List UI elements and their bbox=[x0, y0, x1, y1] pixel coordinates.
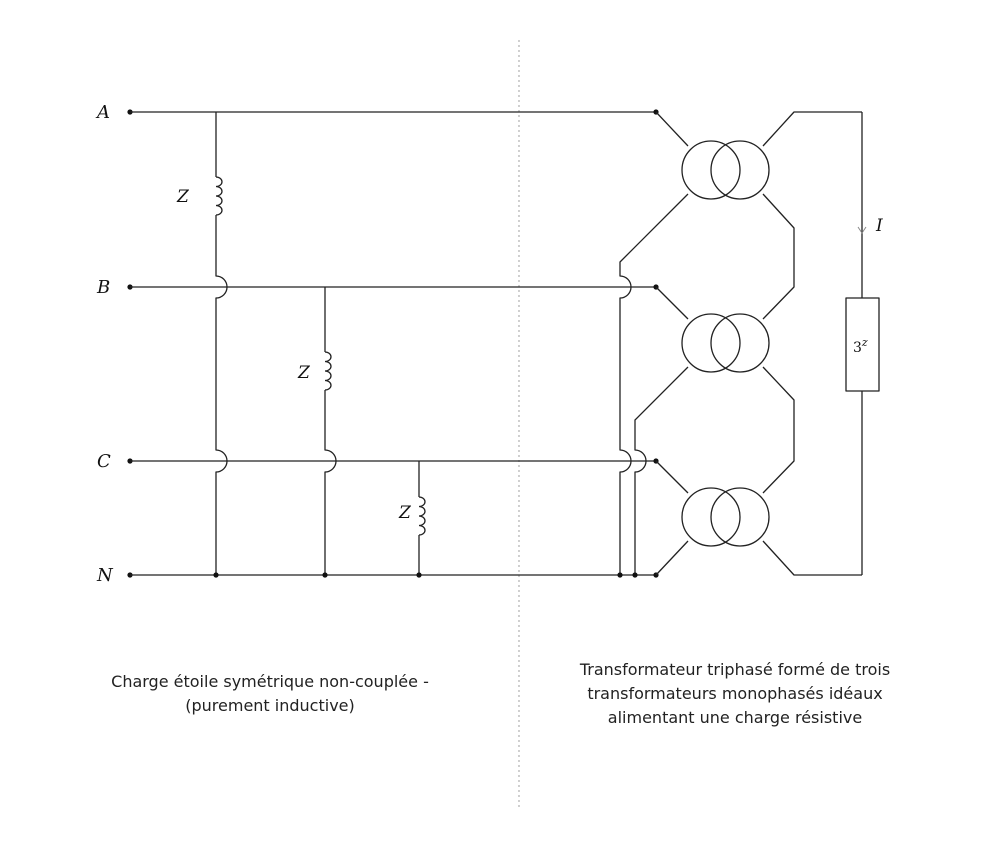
inductor-3-label: Z bbox=[398, 503, 412, 523]
current-arrow bbox=[857, 226, 867, 234]
transformer-2-secondary-winding bbox=[710, 313, 770, 373]
load-resistor bbox=[845, 297, 880, 392]
caption-left-line-2: (purement inductive) bbox=[185, 696, 355, 715]
primary-link-b bbox=[655, 286, 689, 320]
primary-return-2-node bbox=[632, 572, 638, 578]
primary-return-2 bbox=[634, 366, 689, 575]
primary-link-c bbox=[655, 460, 689, 494]
transformer-2-primary-winding bbox=[681, 313, 741, 373]
inductor-1-coil bbox=[215, 176, 223, 216]
neutral-junction-1 bbox=[213, 572, 219, 578]
terminal-label-c: C bbox=[97, 451, 111, 472]
inductor-2-coil bbox=[324, 351, 332, 391]
caption-right-line-3: alimentant une charge résistive bbox=[607, 708, 863, 727]
primary-link-n bbox=[655, 540, 689, 576]
caption-left: Charge étoile symétrique non-couplée - (… bbox=[60, 670, 480, 718]
neutral-junction-3 bbox=[416, 572, 422, 578]
inductor-2-wire bbox=[324, 287, 337, 575]
neutral-junction-2 bbox=[322, 572, 328, 578]
inductor-1-wire bbox=[215, 112, 228, 575]
secondary-wire-1-top bbox=[762, 111, 862, 147]
inductor-3-coil bbox=[418, 496, 426, 536]
transformer-1-primary-winding bbox=[681, 140, 741, 200]
current-label: I bbox=[875, 216, 883, 236]
transformer-1-secondary-winding bbox=[710, 140, 770, 200]
transformer-3-primary-winding bbox=[681, 487, 741, 547]
terminal-label-b: B bbox=[96, 277, 110, 298]
transformer-3-secondary-winding bbox=[710, 487, 770, 547]
caption-right-line-2: transformateurs monophasés idéaux bbox=[587, 684, 883, 703]
inductor-2-label: Z bbox=[297, 363, 311, 383]
primary-return-1 bbox=[619, 193, 689, 575]
terminal-label-a: A bbox=[95, 102, 110, 123]
terminal-label-n: N bbox=[96, 565, 114, 586]
caption-right-line-1: Transformateur triphasé formé de trois bbox=[579, 660, 891, 679]
caption-left-line-1: Charge étoile symétrique non-couplée - bbox=[111, 672, 429, 691]
secondary-wire-2-bottom bbox=[762, 366, 795, 494]
inductor-1-label: Z bbox=[176, 187, 190, 207]
secondary-wire-1-bottom bbox=[762, 193, 795, 320]
primary-link-a bbox=[655, 111, 689, 147]
caption-right: Transformateur triphasé formé de trois t… bbox=[520, 658, 950, 730]
load-resistor-label: 3z bbox=[853, 336, 868, 356]
primary-return-1-node bbox=[617, 572, 623, 578]
secondary-wire-3-bottom bbox=[762, 540, 862, 576]
